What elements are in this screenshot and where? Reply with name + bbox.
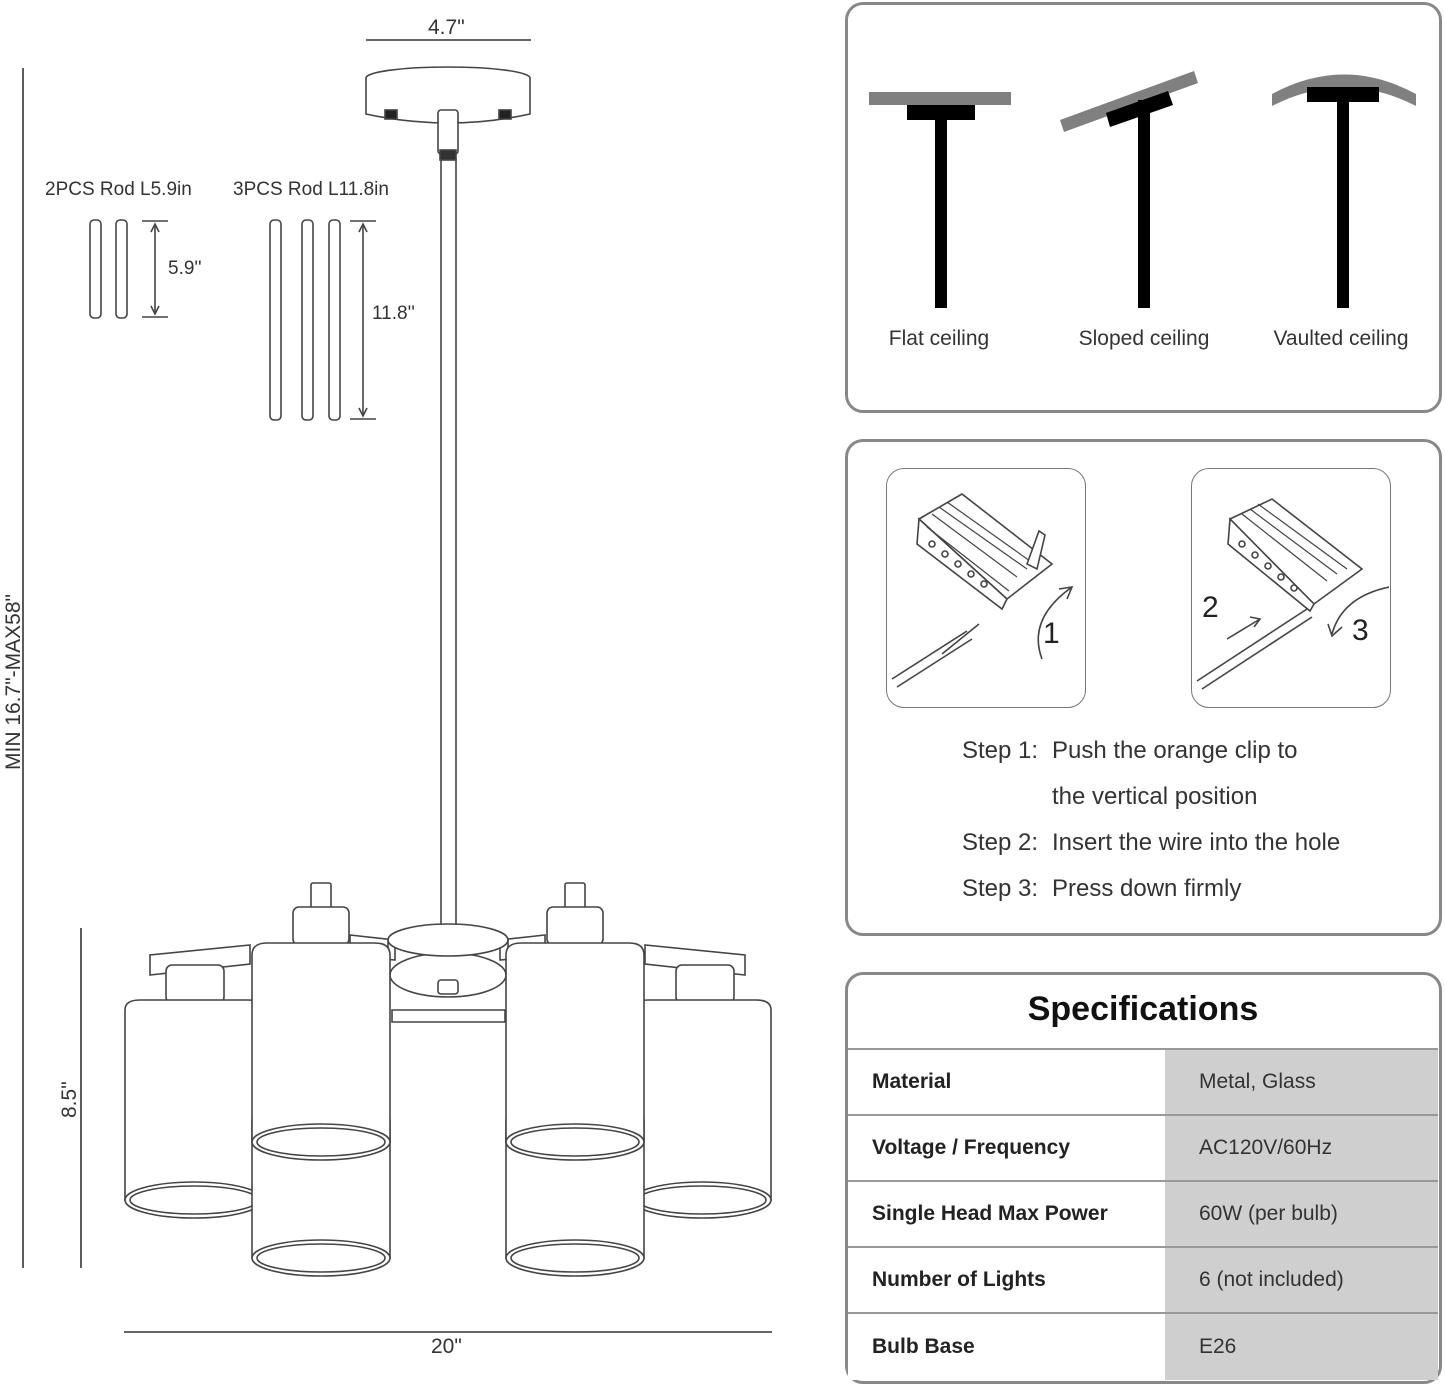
specifications-table: Material Metal, Glass Voltage / Frequenc…	[848, 1048, 1438, 1380]
ceiling-types-panel: Flat ceiling Sloped ceiling Vaulted ceil…	[845, 2, 1442, 413]
step-number-1: 1	[1043, 617, 1060, 650]
chandelier-drawing	[22, 39, 772, 1333]
spec-label: Bulb Base	[848, 1312, 1165, 1380]
shade-front-upper-right	[505, 942, 645, 1161]
step-key	[962, 774, 1052, 820]
spec-label: Number of Lights	[848, 1246, 1165, 1313]
step-row: Step 1: Push the orange clip to	[962, 728, 1340, 774]
total-height-label: MIN 16.7"-MAX58"	[2, 594, 25, 770]
step-text: Press down firmly	[1052, 875, 1242, 902]
spec-value: E26	[1165, 1312, 1438, 1380]
ceiling-canopy	[365, 66, 531, 161]
short-rod-length: 5.9''	[168, 258, 202, 279]
spec-value: 60W (per bulb)	[1165, 1180, 1438, 1247]
shade-back-left	[124, 999, 264, 1219]
sloped-ceiling-label: Sloped ceiling	[1078, 327, 1210, 350]
long-rods-label: 3PCS Rod L11.8in	[233, 179, 389, 200]
wiring-instructions: Step 1: Push the orange clip to the verti…	[962, 728, 1340, 912]
long-rods	[269, 219, 376, 421]
sloped-ceiling-icon	[1060, 71, 1198, 308]
shade-back-right	[632, 999, 772, 1219]
step-text: the vertical position	[1052, 783, 1258, 810]
wire-connector-icon	[1196, 498, 1390, 690]
step-row: the vertical position	[962, 774, 1340, 820]
step-key: Step 1:	[962, 737, 1039, 764]
spec-row: Voltage / Frequency AC120V/60Hz	[848, 1114, 1438, 1181]
step-key: Step 3:	[962, 875, 1039, 902]
spec-value: AC120V/60Hz	[1165, 1114, 1438, 1181]
spec-label: Material	[848, 1048, 1165, 1115]
flat-ceiling-icon	[869, 92, 1011, 308]
fixture-height-label: 8.5"	[58, 1081, 81, 1118]
spec-row: Number of Lights 6 (not included)	[848, 1246, 1438, 1313]
short-rods-label: 2PCS Rod L5.9in	[45, 179, 192, 200]
vaulted-ceiling-icon	[1272, 74, 1416, 308]
long-rod-length: 11.8''	[372, 303, 415, 324]
step-text: Insert the wire into the hole	[1052, 829, 1341, 856]
vaulted-ceiling-label: Vaulted ceiling	[1273, 327, 1409, 350]
flat-ceiling-label: Flat ceiling	[888, 327, 990, 350]
step-row: Step 3: Press down firmly	[962, 866, 1340, 912]
step-number-2: 2	[1202, 591, 1219, 624]
spec-row: Bulb Base E26	[848, 1312, 1438, 1380]
step-key: Step 2:	[962, 829, 1039, 856]
short-rods	[89, 219, 168, 319]
spec-label: Voltage / Frequency	[848, 1114, 1165, 1181]
connector-figure-2: 2 3	[1191, 468, 1391, 708]
step-row: Step 2: Insert the wire into the hole	[962, 820, 1340, 866]
spec-value: 6 (not included)	[1165, 1246, 1438, 1313]
step-text: Push the orange clip to	[1052, 737, 1298, 764]
downrod	[440, 159, 457, 926]
spec-row: Single Head Max Power 60W (per bulb)	[848, 1180, 1438, 1247]
wire-connector-icon	[891, 493, 1074, 688]
ceiling-icons	[869, 71, 1416, 308]
fixture-width-label: 20"	[431, 1335, 462, 1358]
specifications-title: Specifications	[1027, 990, 1259, 1028]
connector-figure-1: 1	[886, 468, 1086, 708]
canopy-width-label: 4.7"	[428, 16, 465, 39]
spec-label: Single Head Max Power	[848, 1180, 1165, 1247]
spec-row: Material Metal, Glass	[848, 1048, 1438, 1115]
shade-front-upper-left	[251, 942, 391, 1161]
step-number-3: 3	[1352, 614, 1369, 647]
center-hub	[387, 923, 509, 998]
spec-value: Metal, Glass	[1165, 1048, 1438, 1115]
